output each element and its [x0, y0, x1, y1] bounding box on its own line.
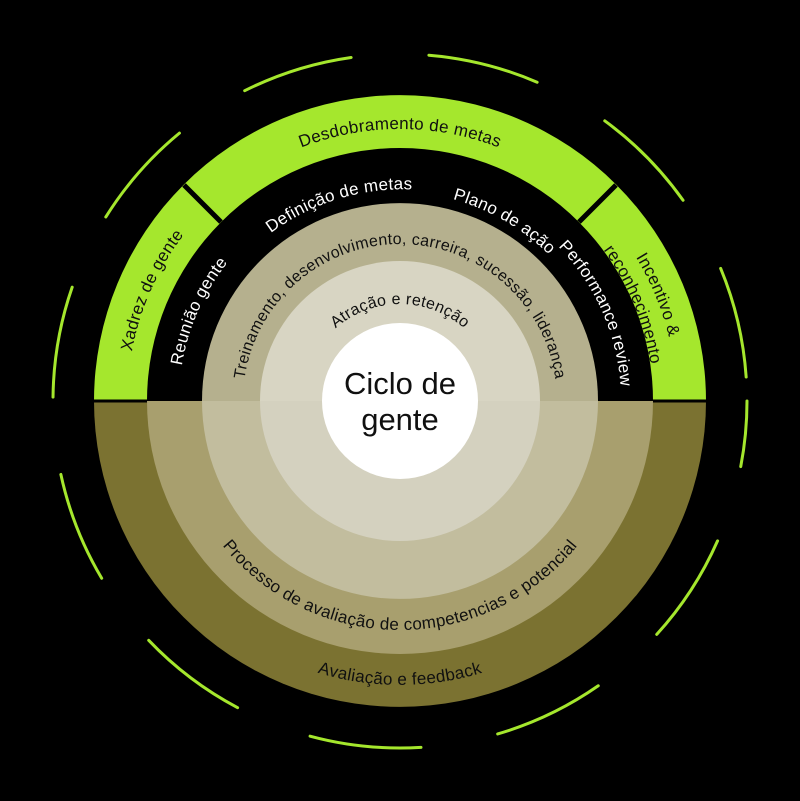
center-title-line1: Ciclo de — [344, 366, 456, 401]
center-title-line2: gente — [361, 402, 439, 437]
segment-gap-right — [577, 183, 618, 224]
dashed-orbit-circle — [51, 52, 749, 750]
segment-gap-left — [182, 183, 223, 224]
center-circle — [322, 323, 478, 479]
